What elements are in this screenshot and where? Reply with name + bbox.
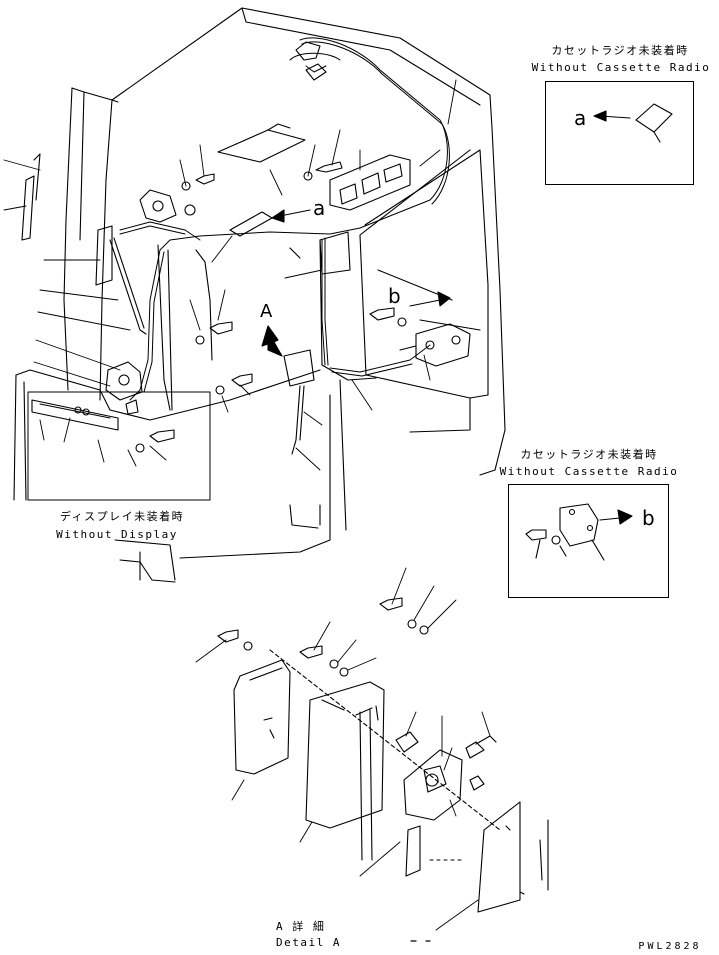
callout-letter-b: b <box>388 284 401 308</box>
detail-view-title-en: Detail A <box>276 936 341 949</box>
detail-b-title-jp: カセットラジオ未装着時 <box>520 448 658 461</box>
detail-a-drawing <box>593 103 673 143</box>
display-note-title-en: Without Display <box>56 528 178 541</box>
detail-a-letter: a <box>574 106 587 130</box>
detail-b-drawing <box>525 503 633 561</box>
view-arrow-label-a: A <box>260 301 273 322</box>
display-note-title-jp: ディスプレイ未装着時 <box>59 510 185 523</box>
wire-harness <box>119 37 450 401</box>
detail-a-title-jp: カセットラジオ未装着時 <box>551 44 689 57</box>
detail-a-leaders <box>195 567 491 931</box>
drawing-code: PWL2828 <box>638 941 702 952</box>
detail-view-title-jp: A 詳 細 <box>276 920 326 933</box>
detail-a-box <box>545 81 694 185</box>
callout-letter-a: a <box>313 196 326 220</box>
main-view-parts <box>21 41 471 455</box>
detail-a-view <box>217 597 549 913</box>
cab-frame <box>13 7 506 583</box>
detail-a-title-en: Without Cassette Radio <box>531 61 711 74</box>
detail-b-letter: b <box>642 506 655 530</box>
detail-b-box <box>508 484 669 598</box>
callout-arrows <box>261 209 451 357</box>
display-note-box <box>27 391 211 501</box>
leader-lines <box>3 79 457 471</box>
detail-b-title-en: Without Cassette Radio <box>499 465 679 478</box>
